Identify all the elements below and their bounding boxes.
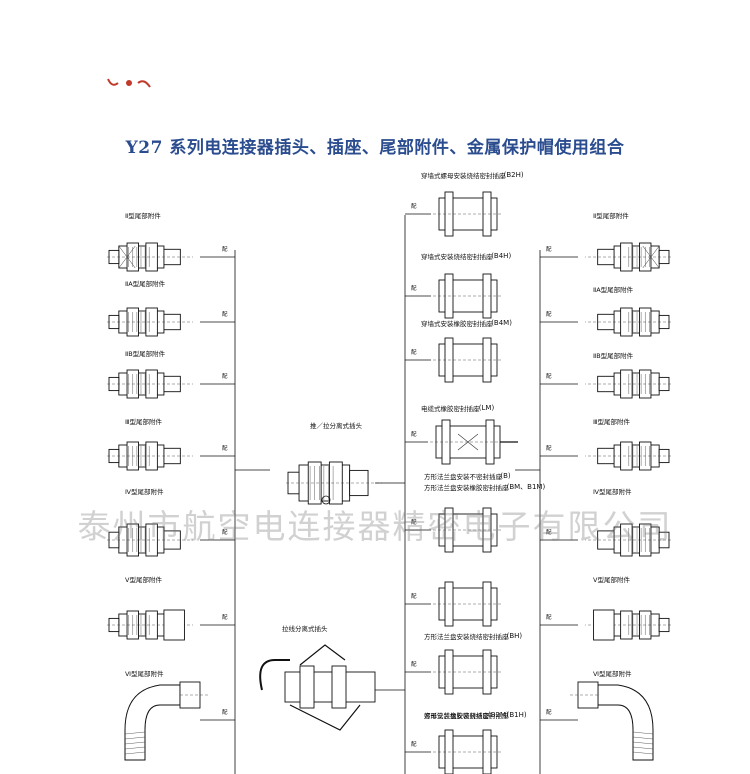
component-label: (B2H) [503, 171, 524, 179]
socket [430, 419, 518, 465]
mating-mark: 配 [546, 710, 552, 716]
left-tail-accessory [124, 681, 208, 761]
component-label: Ⅲ型尾部附件 [593, 418, 630, 426]
plug-mark [321, 495, 331, 505]
left-tail-accessory [107, 523, 193, 557]
push-pull-plug [286, 461, 382, 505]
component-label: 穿墙式安装烧结密封插座 [421, 253, 493, 261]
component-label: ⅡB型尾部附件 [125, 350, 166, 358]
component-label: Ⅳ型尾部附件 [593, 488, 632, 496]
component-label: Ⅱ型尾部附件 [593, 212, 629, 220]
component-label: Ⅴ型尾部附件 [125, 576, 162, 584]
left-tail-accessory [107, 369, 193, 399]
right-tail-accessory [585, 523, 671, 557]
mating-mark: 配 [411, 204, 417, 210]
right-tail-accessory [585, 609, 671, 641]
component-label: 穿墙式螺母安装烧结密封插座 [421, 172, 506, 180]
mating-mark: 配 [222, 530, 228, 536]
right-tail-accessory [585, 441, 671, 471]
component-label: (LM) [478, 404, 495, 412]
mating-mark: 配 [411, 594, 417, 600]
component-label: 推／拉分离式插头 [310, 422, 362, 430]
component-label: Ⅱ型尾部附件 [125, 212, 161, 220]
company-logo [106, 74, 152, 88]
right-tail-accessory [585, 242, 671, 272]
component-label: (BM、B1M) [506, 483, 546, 491]
component-label: Ⅲ型尾部附件 [125, 418, 162, 426]
component-label: 方形法兰盘安装不密封插座 [424, 473, 502, 481]
socket [433, 729, 503, 774]
component-label: (B2M) [488, 711, 509, 719]
mating-mark: 配 [222, 710, 228, 716]
mating-mark: 配 [411, 662, 417, 668]
component-label: 方形法兰盘安装烧结密封插座 [424, 712, 509, 720]
mating-mark: 配 [411, 432, 417, 438]
mating-mark: 配 [546, 446, 552, 452]
left-tail-accessory [107, 441, 193, 471]
component-label: (BH) [506, 632, 523, 640]
mating-mark: 配 [222, 312, 228, 318]
left-tail-accessory [107, 242, 193, 272]
mating-mark: 配 [546, 615, 552, 621]
mating-mark: 配 [411, 742, 417, 748]
component-label: (B1H) [506, 711, 527, 719]
socket [433, 649, 503, 695]
component-label: (B) [500, 472, 511, 480]
component-label: 拉线分离式插头 [282, 625, 328, 633]
left-tail-accessory [107, 307, 193, 337]
right-tail-accessory [585, 307, 671, 337]
component-label: Ⅵ型尾部附件 [125, 670, 164, 678]
mating-mark: 配 [546, 247, 552, 253]
component-label: (B4H) [491, 252, 512, 260]
socket [433, 337, 503, 383]
mating-mark: 配 [546, 530, 552, 536]
socket [433, 507, 503, 553]
component-label: ⅡA型尾部附件 [125, 280, 166, 288]
lanyard-plug [259, 644, 376, 731]
mating-mark: 配 [411, 520, 417, 526]
component-label: Ⅳ型尾部附件 [125, 488, 164, 496]
mating-mark: 配 [546, 374, 552, 380]
mating-mark: 配 [222, 374, 228, 380]
component-label: Ⅵ型尾部附件 [593, 670, 632, 678]
component-label: ⅡA型尾部附件 [593, 286, 634, 294]
component-label: 螺母安装橡胶密封插座 [424, 712, 489, 720]
mating-mark: 配 [411, 286, 417, 292]
component-label: Ⅴ型尾部附件 [593, 576, 630, 584]
component-label: 电缆式橡胶密封插座 [421, 405, 480, 413]
mating-mark: 配 [411, 350, 417, 356]
component-label: (B4M) [491, 319, 512, 327]
mating-mark: 配 [222, 615, 228, 621]
right-tail-accessory [570, 681, 654, 761]
page-title: Y27 系列电连接器插头、插座、尾部附件、金属保护帽使用组合 [125, 138, 625, 158]
left-tail-accessory [107, 609, 193, 641]
mating-mark: 配 [546, 312, 552, 318]
component-label: 方形法兰盘安装橡胶密封插座 [424, 484, 509, 492]
right-tail-accessory [585, 369, 671, 399]
mating-mark: 配 [222, 446, 228, 452]
component-label: 穿墙式安装橡胶密封插座 [421, 320, 493, 328]
component-label: ⅡB型尾部附件 [593, 352, 634, 360]
socket [433, 581, 503, 627]
socket [433, 191, 503, 237]
component-label: 方形法兰盘安装烧结密封插座 [424, 633, 509, 641]
socket [433, 273, 503, 319]
mating-mark: 配 [222, 247, 228, 253]
